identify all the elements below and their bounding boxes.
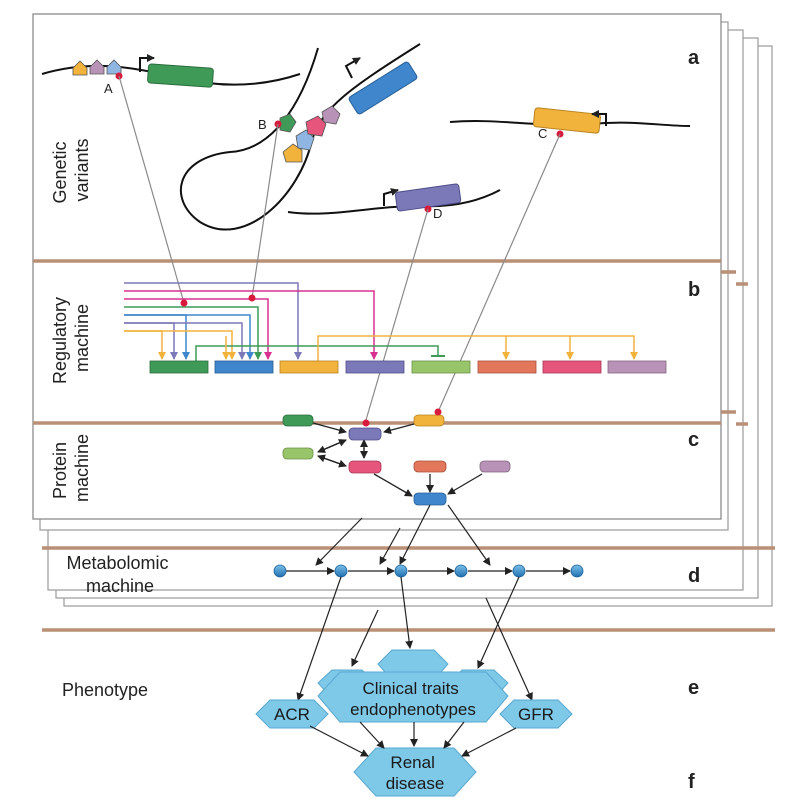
phenotype-hexagons bbox=[255, 649, 573, 797]
phenotype-label: Phenotype bbox=[62, 680, 148, 700]
metabolite-to-phenotype-arrows bbox=[296, 576, 533, 701]
letter-f: f bbox=[688, 771, 695, 793]
genetic-variants-label: Genetic variants bbox=[50, 136, 92, 203]
layer-labels: Genetic variants Regulatory machine Prot… bbox=[50, 47, 700, 793]
renal-disease-hexagon bbox=[353, 747, 477, 797]
gfr-hexagon bbox=[499, 699, 573, 729]
metabolite-nodes bbox=[273, 564, 584, 578]
variant-d-label: D bbox=[433, 206, 442, 221]
letter-c: c bbox=[688, 429, 699, 451]
gfr-label: GFR bbox=[518, 705, 554, 724]
gene-blue bbox=[344, 57, 418, 115]
metabolomic-machine-label: Metabolomic machine bbox=[66, 553, 173, 596]
clinical-traits-hexagon bbox=[317, 671, 509, 723]
variant-b-label: B bbox=[258, 117, 267, 132]
protein-machine-label: Protein machine bbox=[50, 434, 92, 502]
gene-purple bbox=[383, 183, 462, 212]
clinical-traits-label: Clinical traits endophenotypes bbox=[350, 679, 476, 719]
gene-green bbox=[139, 54, 214, 88]
protein-nodes bbox=[282, 414, 511, 506]
gene-orange bbox=[532, 107, 607, 134]
regulatory-machine-label: Regulatory machine bbox=[50, 292, 92, 384]
acr-label: ACR bbox=[274, 705, 310, 724]
letter-d: d bbox=[688, 565, 700, 587]
regulatory-elements-a bbox=[72, 59, 122, 76]
variant-a-label: A bbox=[104, 81, 113, 96]
regulatory-elements-b bbox=[279, 105, 341, 163]
phenotype-to-disease-arrows bbox=[309, 721, 517, 757]
variant-c-label: C bbox=[538, 126, 547, 141]
protein-to-metabolite-arrows bbox=[315, 504, 491, 566]
regulatory-variant-dots bbox=[180, 294, 256, 307]
protein-variant-dots bbox=[362, 408, 442, 427]
regulatory-network bbox=[124, 282, 638, 361]
letter-b: b bbox=[688, 279, 700, 301]
regulatory-genes bbox=[149, 360, 667, 374]
letter-e: e bbox=[688, 677, 699, 699]
protein-network-edges bbox=[312, 422, 483, 497]
phenotype-node-labels: Clinical traits endophenotypes ACR GFR R… bbox=[274, 679, 554, 793]
acr-hexagon bbox=[255, 699, 329, 729]
letter-a: a bbox=[688, 47, 700, 69]
renal-disease-label: Renal disease bbox=[386, 753, 445, 793]
stacked-cards bbox=[32, 13, 773, 607]
